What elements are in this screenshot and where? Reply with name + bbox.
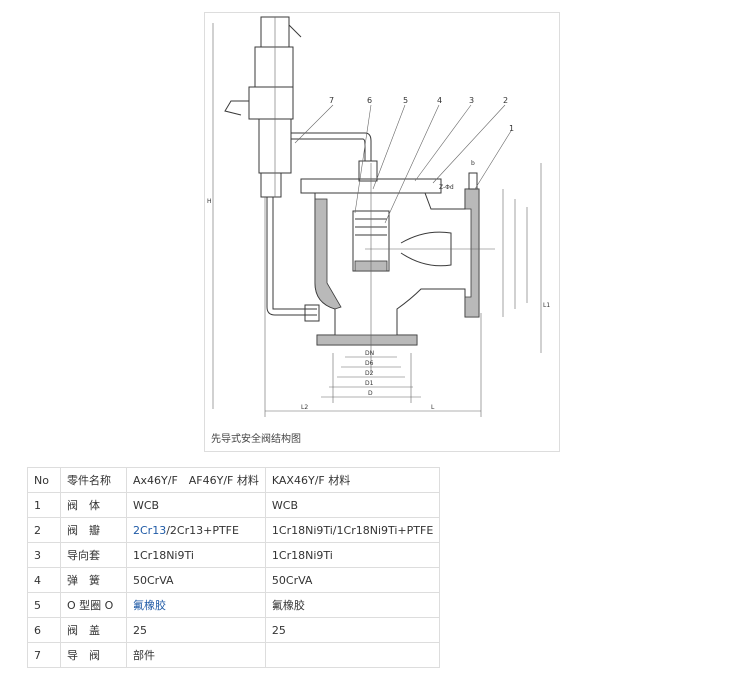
cell-name: 弹 簧 <box>60 567 127 593</box>
callout-5: 5 <box>403 96 408 105</box>
table-row: 2 阀 瓣 2Cr13/2Cr13+PTFE 1Cr18Ni9Ti/1Cr18N… <box>27 517 441 543</box>
header-material-kax: KAX46Y/F 材料 <box>264 467 441 493</box>
callout-6: 6 <box>367 96 372 105</box>
callout-1: 1 <box>509 124 514 133</box>
dim-b: b <box>471 160 475 167</box>
table-row: 4 弹 簧 50CrVA 50CrVA <box>27 567 441 593</box>
dim-z-phi-d: Z-Φd <box>439 184 454 191</box>
cell-no: 3 <box>27 542 61 568</box>
material-link-2cr13[interactable]: 2Cr13 <box>133 523 167 537</box>
dimension-labels: DN D6 D2 D1 D L2 L H L1 b Z-Φd <box>207 160 550 411</box>
cell-name: O 型圈 O <box>60 592 127 618</box>
cell-mat1: 1Cr18Ni9Ti <box>126 542 266 568</box>
cell-name: 导向套 <box>60 542 127 568</box>
callout-4: 4 <box>437 96 442 105</box>
cell-mat1-rest: /2Cr13+PTFE <box>166 523 239 537</box>
cell-no: 1 <box>27 492 61 518</box>
cell-name: 阀 盖 <box>60 617 127 643</box>
figure-caption: 先导式安全阀结构图 <box>211 434 301 445</box>
callout-3: 3 <box>469 96 474 105</box>
cell-mat2: 1Cr18Ni9Ti/1Cr18Ni9Ti+PTFE <box>264 517 441 543</box>
dim-l: L <box>431 404 435 411</box>
dim-dn: DN <box>365 350 374 357</box>
cell-mat1: 部件 <box>126 642 266 668</box>
dim-l1: L1 <box>543 302 550 309</box>
cell-mat2: WCB <box>264 492 441 518</box>
table-row: 1 阀 体 WCB WCB <box>27 492 441 518</box>
dim-l2: L2 <box>301 404 308 411</box>
cell-mat2: 氟橡胶 <box>264 592 441 618</box>
callout-labels: 7 6 5 4 3 2 1 <box>329 96 514 133</box>
valve-figure-card: 7 6 5 4 3 2 1 DN D6 D2 D1 D L2 L H L1 b … <box>204 12 560 452</box>
cell-mat2: 50CrVA <box>264 567 441 593</box>
cell-mat1: 50CrVA <box>126 567 266 593</box>
callout-2: 2 <box>503 96 508 105</box>
callout-7: 7 <box>329 96 334 105</box>
cell-name: 导 阀 <box>60 642 127 668</box>
header-part-name: 零件名称 <box>60 467 127 493</box>
table-row: 6 阀 盖 25 25 <box>27 617 441 643</box>
cell-name: 阀 瓣 <box>60 517 127 543</box>
cell-no: 5 <box>27 592 61 618</box>
dim-h: H <box>207 198 212 205</box>
table-row: 7 导 阀 部件 <box>27 642 441 668</box>
dim-d1: D1 <box>365 380 374 387</box>
cell-mat1: 氟橡胶 <box>126 592 266 618</box>
cell-mat1: 2Cr13/2Cr13+PTFE <box>126 517 266 543</box>
cell-mat1: 25 <box>126 617 266 643</box>
cell-no: 6 <box>27 617 61 643</box>
table-row: 5 O 型圈 O 氟橡胶 氟橡胶 <box>27 592 441 618</box>
dim-d2: D2 <box>365 370 374 377</box>
cell-no: 7 <box>27 642 61 668</box>
cell-mat2 <box>264 642 441 668</box>
cell-no: 2 <box>27 517 61 543</box>
pilot-valve <box>224 16 302 198</box>
cell-mat2: 1Cr18Ni9Ti <box>264 542 441 568</box>
header-material-a: Ax46Y/F AF46Y/F 材料 <box>126 467 266 493</box>
valve-structure-drawing: 7 6 5 4 3 2 1 DN D6 D2 D1 D L2 L H L1 b … <box>207 16 550 417</box>
table-header-row: No 零件名称 Ax46Y/F AF46Y/F 材料 KAX46Y/F 材料 <box>27 467 441 493</box>
callout-leaders <box>294 104 512 224</box>
header-no: No <box>27 467 61 493</box>
dim-d6: D6 <box>365 360 374 367</box>
pilot-tubing <box>266 132 378 322</box>
cell-no: 4 <box>27 567 61 593</box>
main-valve-body <box>300 163 495 373</box>
cell-mat2: 25 <box>264 617 441 643</box>
material-link-fluororubber[interactable]: 氟橡胶 <box>133 599 166 612</box>
dimension-lines <box>212 23 542 417</box>
table-row: 3 导向套 1Cr18Ni9Ti 1Cr18Ni9Ti <box>27 542 441 568</box>
dim-d: D <box>368 390 373 397</box>
cell-name: 阀 体 <box>60 492 127 518</box>
parts-material-table: No 零件名称 Ax46Y/F AF46Y/F 材料 KAX46Y/F 材料 1… <box>27 467 441 668</box>
cell-mat1: WCB <box>126 492 266 518</box>
